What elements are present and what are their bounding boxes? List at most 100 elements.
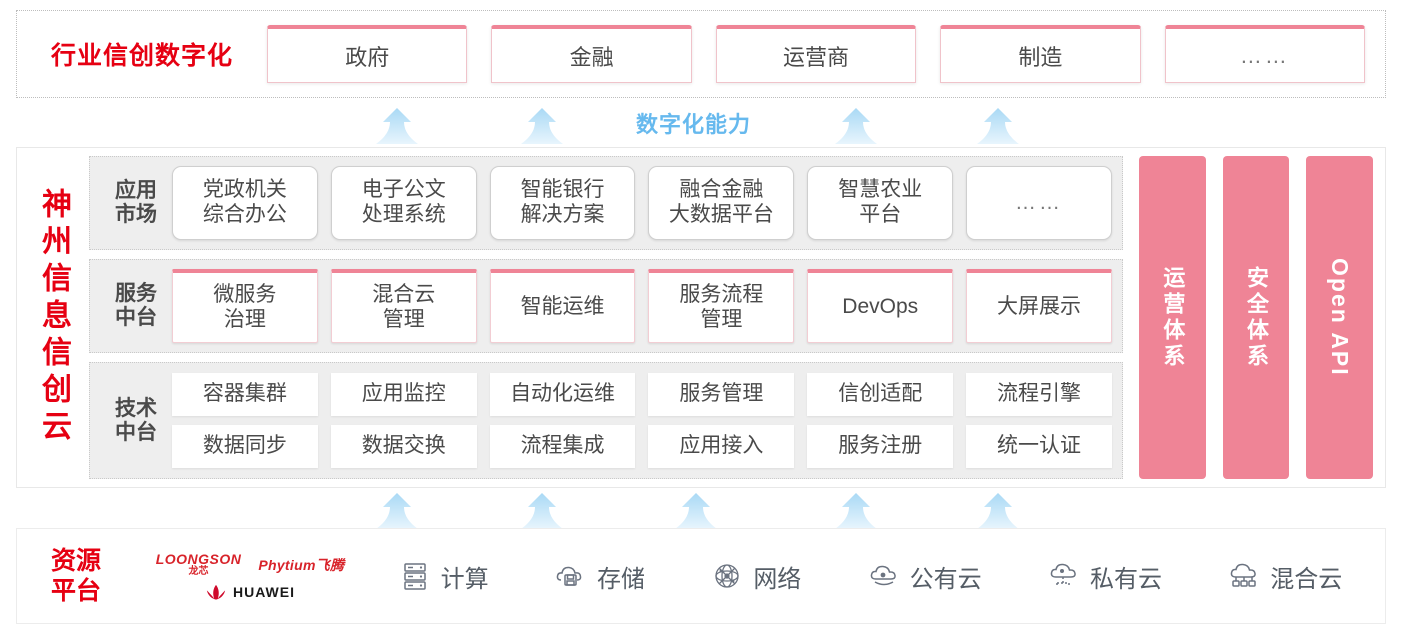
tech-card-data-exchange[interactable]: 数据交换 — [330, 425, 477, 468]
app-card-line2: 处理系统 — [361, 203, 446, 226]
resource-platform-title: 资源 平台 — [17, 546, 135, 606]
app-card-line1: 智慧农业 — [838, 178, 923, 202]
side-panel-group: 运营体系 安全体系 Open API — [1123, 156, 1374, 479]
resource-item-network-label: 网络 — [753, 565, 802, 593]
industry-box-government[interactable]: 政府 — [267, 25, 468, 83]
resource-platform-band: 资源 平台 LOONGSON 龙芯 Phytium飞腾 HUAWEI — [16, 528, 1386, 624]
tech-card-service-management[interactable]: 服务管理 — [648, 373, 795, 416]
service-card-intelligent-ops[interactable]: 智能运维 — [489, 269, 636, 343]
service-card-microservice-governance[interactable]: 微服务 治理 — [172, 269, 318, 343]
tech-card-data-sync[interactable]: 数据同步 — [172, 425, 318, 468]
service-card-line2: 管理 — [700, 307, 743, 331]
app-card-smart-bank-solution[interactable]: 智能银行 解决方案 — [489, 166, 636, 240]
cloud-rows: 应用 市场 党政机关 综合办公 电子公文 — [89, 156, 1123, 479]
resource-platform-title-line2: 平台 — [50, 577, 101, 605]
resource-item-public-cloud[interactable]: 公有云 — [867, 559, 982, 594]
industry-band-title: 行业信创数字化 — [50, 42, 233, 70]
service-card-service-process-management[interactable]: 服务流程 管理 — [648, 269, 795, 343]
up-arrow-icon — [374, 492, 420, 530]
network-mesh-icon — [710, 559, 744, 593]
tech-platform-row-1: 容器集群 应用监控 自动化运维 服务管理 信创适配 流程引擎 — [172, 373, 1112, 416]
industry-box-carrier[interactable]: 运营商 — [715, 25, 917, 83]
vendor-logo-row-1: LOONGSON 龙芯 Phytium飞腾 — [156, 552, 345, 577]
vendor-logo-row-2: HUAWEI — [205, 584, 295, 600]
huawei-logo-text: HUAWEI — [233, 584, 295, 600]
up-arrow-icon — [374, 107, 420, 145]
tech-card-container-cluster[interactable]: 容器集群 — [172, 373, 318, 416]
server-icon — [398, 559, 432, 593]
service-platform-label: 服务 中台 — [100, 282, 172, 329]
resource-platform-title-line1: 资源 — [50, 547, 101, 575]
industry-box-manufacturing[interactable]: 制造 — [940, 25, 1141, 83]
resource-item-list: 计算 存储 — [365, 559, 1385, 594]
app-card-smart-agriculture-platform[interactable]: 智慧农业 平台 — [807, 166, 954, 240]
app-card-e-document-system[interactable]: 电子公文 处理系统 — [330, 166, 477, 240]
service-card-line1: 混合云 — [372, 282, 436, 306]
resource-item-private-cloud[interactable]: 私有云 — [1047, 559, 1162, 594]
service-platform-label-line1: 服务 — [115, 282, 157, 306]
huawei-logo: HUAWEI — [205, 584, 295, 600]
service-card-hybrid-cloud-management[interactable]: 混合云 管理 — [330, 269, 477, 343]
app-card-line1: 党政机关 — [202, 178, 287, 202]
loongson-logo-en: LOONGSON — [155, 551, 242, 567]
tech-platform-grid: 容器集群 应用监控 自动化运维 服务管理 信创适配 流程引擎 数据同步 数据交换… — [172, 373, 1112, 468]
service-card-line1: 智能运维 — [520, 295, 605, 319]
resource-item-compute-label: 计算 — [440, 565, 489, 593]
loongson-logo: LOONGSON 龙芯 — [156, 552, 242, 577]
industry-box-more[interactable]: …… — [1164, 25, 1366, 83]
up-arrow-icon — [673, 492, 719, 530]
app-card-more[interactable]: …… — [966, 166, 1112, 240]
side-panel-operations-label: 运营体系 — [1160, 265, 1186, 370]
resource-item-storage[interactable]: 存储 — [554, 559, 645, 594]
tech-platform-row: 技术 中台 容器集群 应用监控 自动化运维 服务管理 信创适配 流程引擎 — [89, 362, 1123, 479]
app-market-label-line2: 市场 — [115, 203, 157, 226]
loongson-logo-cn: 龙芯 — [188, 566, 209, 577]
resource-item-network[interactable]: 网络 — [710, 559, 801, 594]
resource-item-private-cloud-label: 私有云 — [1089, 565, 1162, 593]
tech-card-process-integration[interactable]: 流程集成 — [489, 425, 636, 468]
capability-arrow-strip-upper: 数字化能力 — [0, 103, 1402, 145]
tech-card-process-engine[interactable]: 流程引擎 — [966, 373, 1112, 416]
app-market-label-line1: 应用 — [115, 179, 157, 203]
up-arrow-icon — [519, 107, 565, 145]
app-card-government-office[interactable]: 党政机关 综合办公 — [172, 166, 318, 240]
resource-item-hybrid-cloud[interactable]: 混合云 — [1227, 559, 1342, 594]
tech-card-app-access[interactable]: 应用接入 — [648, 425, 795, 468]
app-card-fintech-bigdata-platform[interactable]: 融合金融 大数据平台 — [648, 166, 795, 240]
resource-item-compute[interactable]: 计算 — [398, 559, 489, 594]
tech-card-xinchuang-adaptation[interactable]: 信创适配 — [807, 373, 954, 416]
tech-card-automated-ops[interactable]: 自动化运维 — [489, 373, 636, 416]
industry-box-finance[interactable]: 金融 — [491, 25, 692, 83]
tech-card-app-monitoring[interactable]: 应用监控 — [330, 373, 477, 416]
service-card-line1: DevOps — [842, 295, 919, 319]
up-arrow-icon — [833, 107, 879, 145]
tech-card-unified-auth[interactable]: 统一认证 — [966, 425, 1112, 468]
side-panel-open-api[interactable]: Open API — [1306, 156, 1374, 479]
cloud-panel-body: 应用 市场 党政机关 综合办公 电子公文 — [89, 148, 1385, 487]
app-card-line2: 平台 — [859, 203, 902, 226]
app-card-line2: 大数据平台 — [668, 203, 774, 226]
app-market-items: 党政机关 综合办公 电子公文 处理系统 智能银行 — [172, 166, 1112, 240]
capability-label: 数字化能力 — [636, 112, 752, 137]
side-panel-security[interactable]: 安全体系 — [1222, 156, 1290, 479]
industry-band: 行业信创数字化 政府 金融 运营商 制造 …… — [16, 10, 1386, 98]
cloud-storage-icon — [554, 559, 588, 593]
tech-platform-label-line2: 中台 — [115, 420, 157, 444]
cloud-panel-title-text: 神州信息信创云 — [37, 188, 70, 447]
app-market-label: 应用 市场 — [100, 179, 172, 226]
side-panel-security-label: 安全体系 — [1244, 265, 1269, 370]
up-arrow-icon — [975, 492, 1021, 530]
side-panel-operations[interactable]: 运营体系 — [1139, 156, 1206, 479]
up-arrow-icon — [833, 492, 879, 530]
service-card-devops[interactable]: DevOps — [807, 269, 954, 343]
resource-item-hybrid-cloud-label: 混合云 — [1270, 565, 1343, 593]
service-card-line1: 微服务 — [213, 282, 277, 306]
service-card-line2: 治理 — [223, 307, 266, 331]
app-card-line2: 综合办公 — [202, 203, 287, 226]
service-platform-label-line2: 中台 — [115, 306, 157, 329]
tech-card-service-registry[interactable]: 服务注册 — [807, 425, 954, 468]
service-card-large-screen-display[interactable]: 大屏展示 — [966, 269, 1112, 343]
public-cloud-icon — [867, 559, 901, 593]
huawei-petal-mark-icon — [205, 584, 227, 600]
tech-platform-label-line1: 技术 — [115, 396, 157, 420]
